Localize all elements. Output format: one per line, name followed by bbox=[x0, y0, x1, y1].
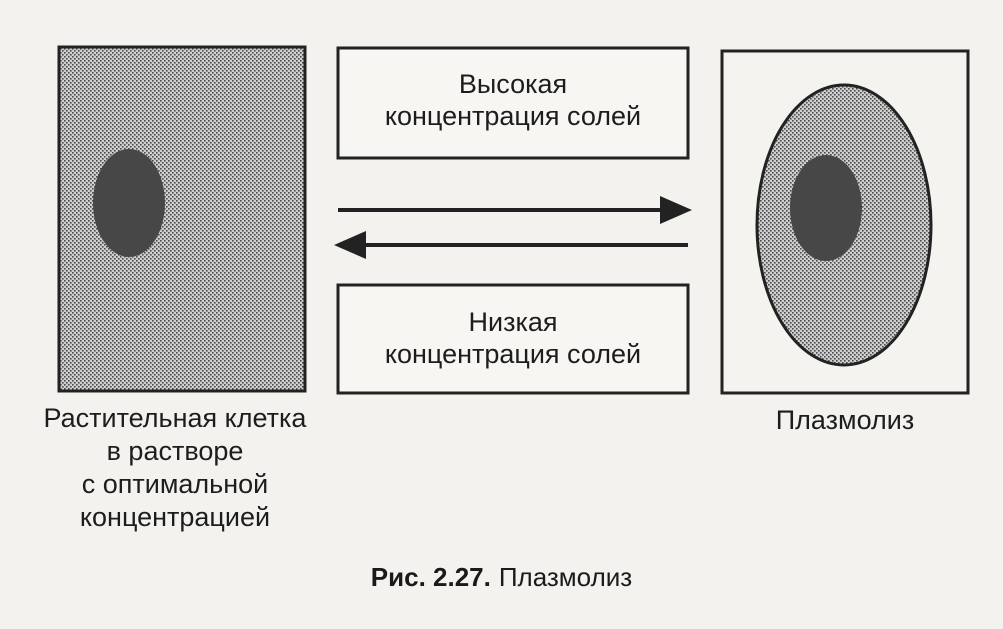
normal-cell-label: Растительная клетка в растворе с оптимал… bbox=[20, 402, 330, 534]
figure-caption: Рис. 2.27.Плазмолиз bbox=[0, 561, 1003, 593]
normal-cell-label-line-1: Растительная клетка bbox=[43, 403, 307, 433]
plasmolysis-label: Плазмолиз bbox=[722, 404, 968, 437]
normal-cell-label-line-3: с оптимальной bbox=[81, 469, 269, 499]
low-salt-box bbox=[336, 283, 690, 395]
plasmolysis-label-text: Плазмолиз bbox=[775, 405, 915, 435]
high-salt-box bbox=[336, 46, 690, 160]
low-salt-line-1: Низкая bbox=[468, 307, 558, 337]
arrow-right bbox=[338, 196, 692, 224]
high-salt-line-1: Высокая bbox=[458, 69, 568, 99]
low-salt-text: Низкая концентрация солей bbox=[338, 306, 688, 370]
high-salt-text: Высокая концентрация солей bbox=[338, 68, 688, 132]
arrow-left bbox=[334, 231, 688, 259]
low-salt-line-2: концентрация солей bbox=[384, 339, 642, 369]
normal-cell-label-line-4: концентрацией bbox=[79, 502, 271, 532]
nucleus-plasmolysed bbox=[790, 155, 862, 261]
high-salt-line-2: концентрация солей bbox=[384, 101, 642, 131]
figure-number: Рис. 2.27. bbox=[370, 562, 491, 592]
normal-cell-label-line-2: в растворе bbox=[106, 436, 244, 466]
nucleus-normal bbox=[93, 149, 165, 257]
figure-title: Плазмолиз bbox=[498, 562, 633, 592]
